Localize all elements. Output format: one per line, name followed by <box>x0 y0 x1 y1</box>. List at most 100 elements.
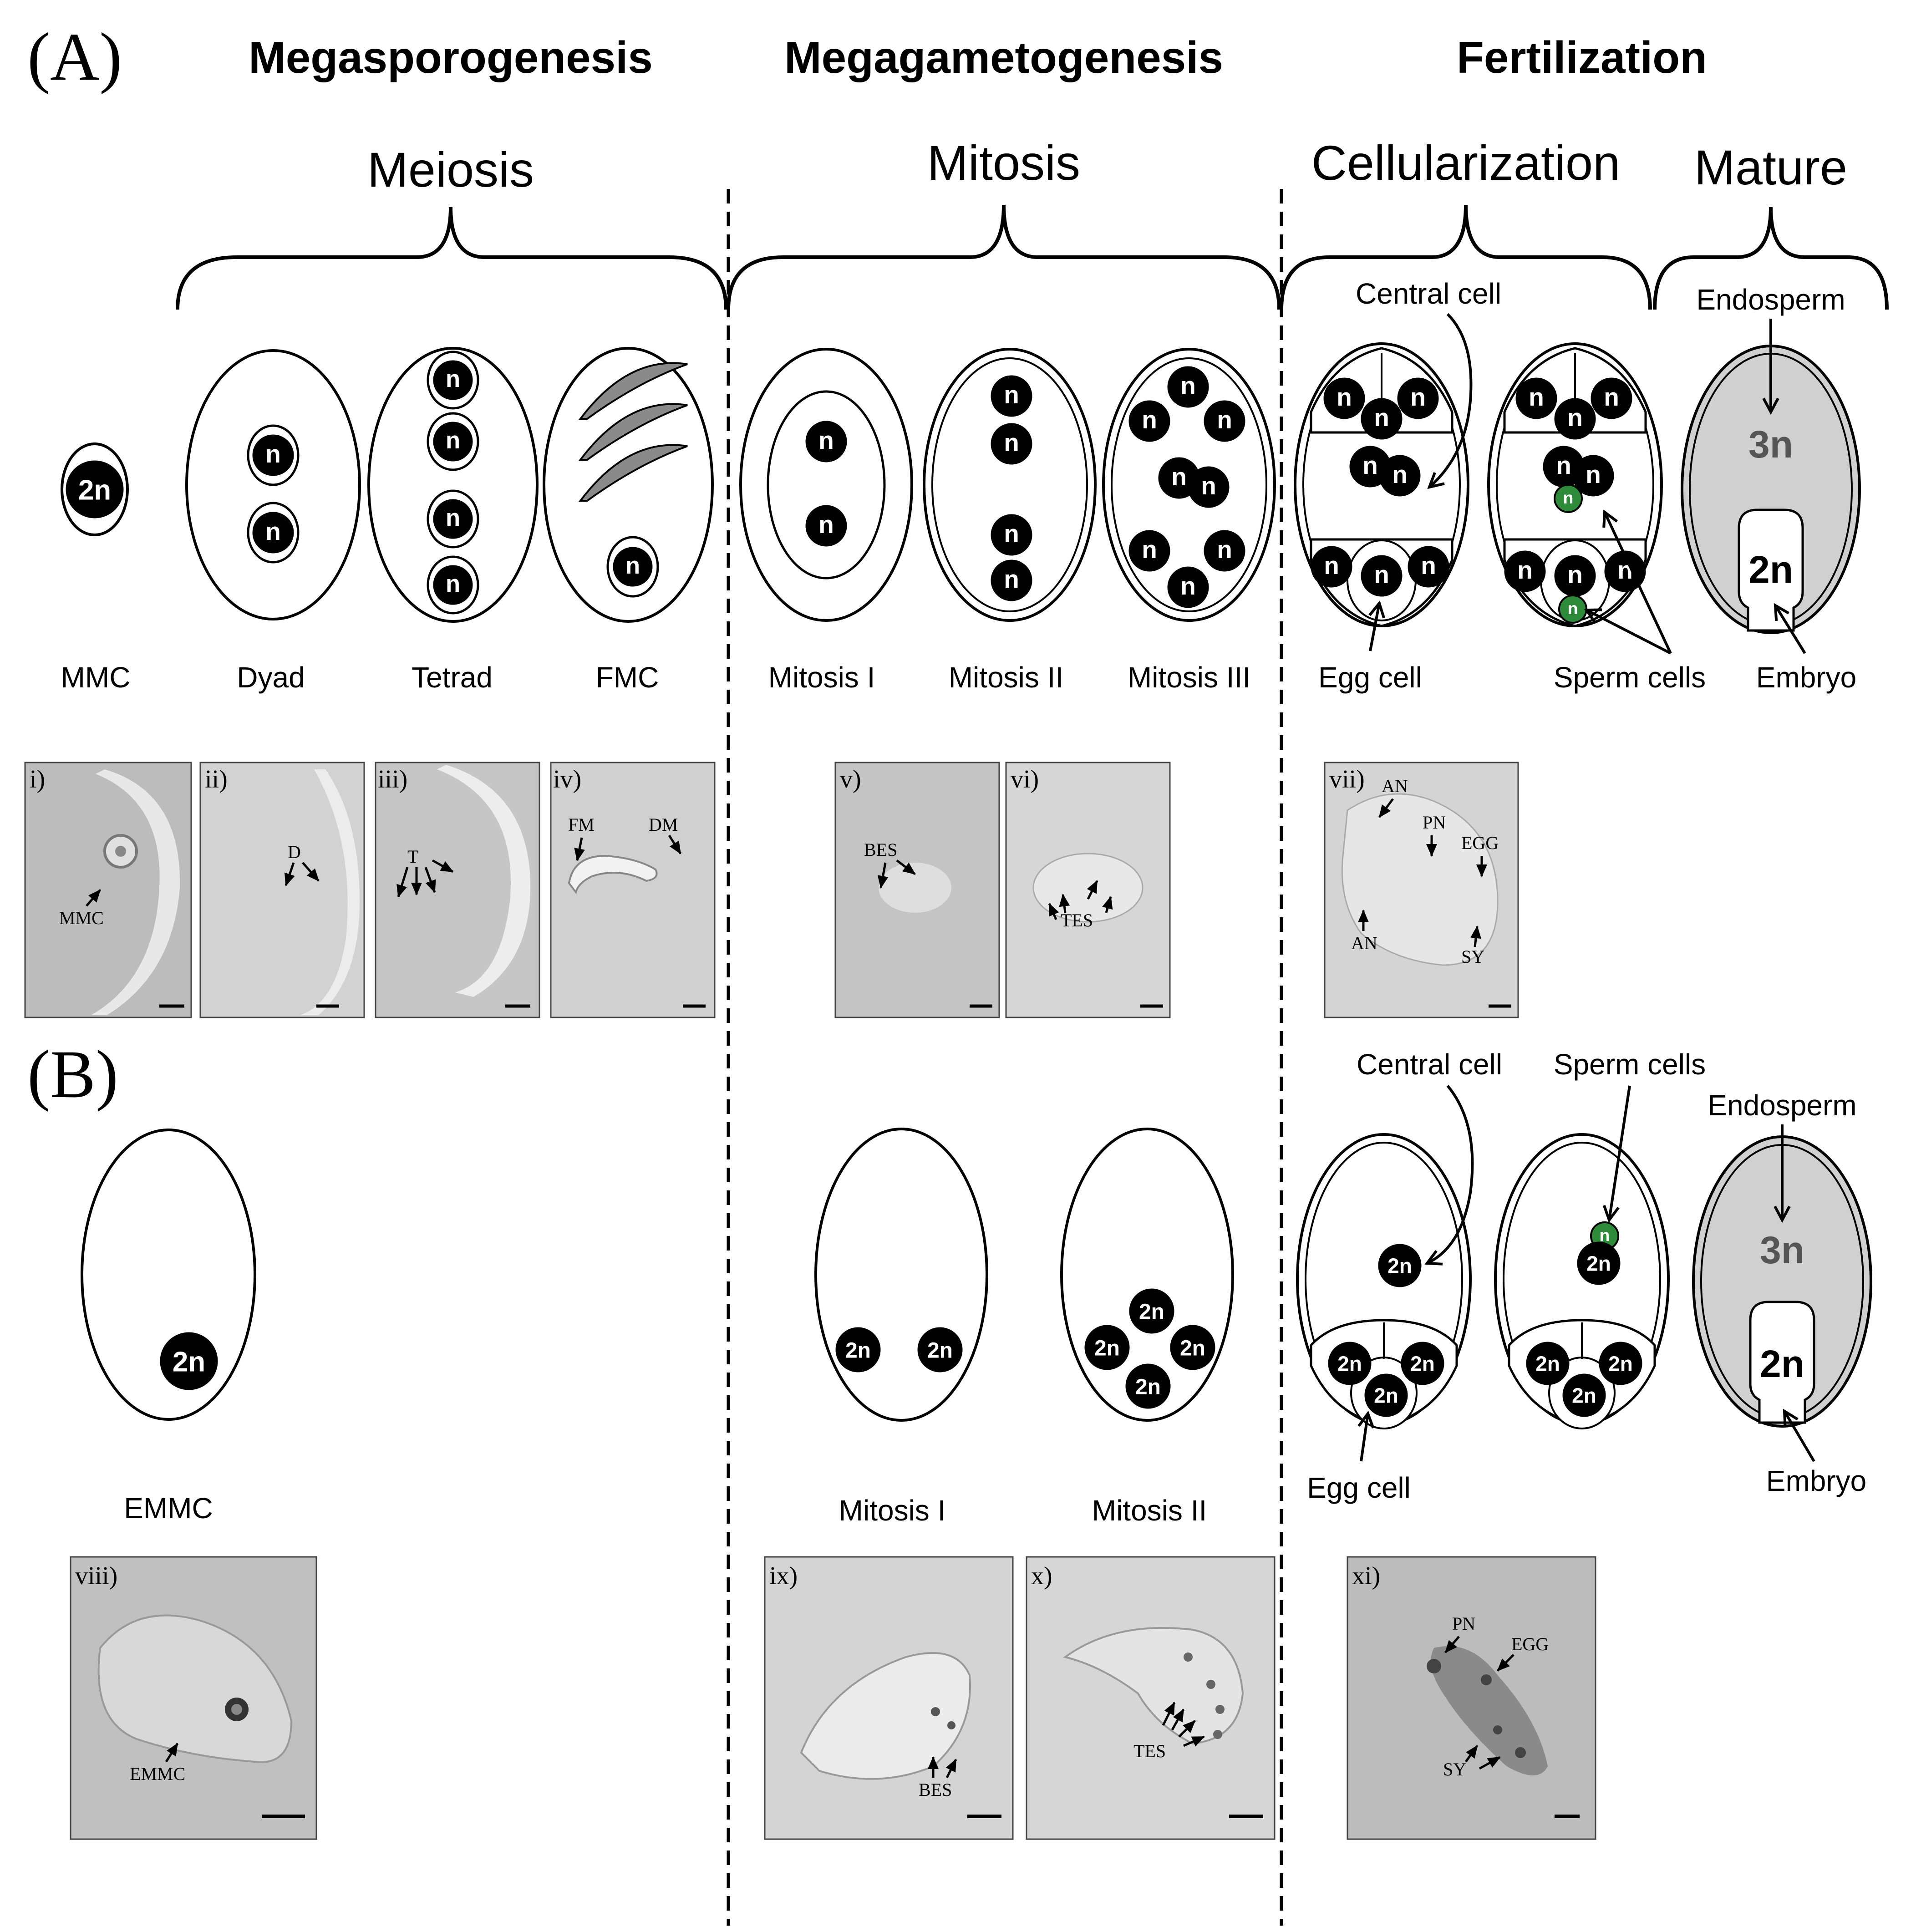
nucleus-disc <box>1361 398 1403 440</box>
panel-b-label: (B) <box>27 1037 118 1112</box>
micrograph-label: vii) <box>1329 765 1365 793</box>
embryo-ploidy: 2n <box>1760 1342 1804 1385</box>
nucleus-ploidy-label: n <box>1171 463 1187 491</box>
nucleus-disc <box>1378 1244 1422 1287</box>
annotation-arrow <box>302 862 320 882</box>
nucleus-ploidy-label: n <box>1567 560 1583 589</box>
label-central-cell-a: Central cell <box>1356 277 1501 310</box>
nucleus-disc <box>1572 455 1614 497</box>
arrow-central-cell-a <box>1429 313 1473 487</box>
nucleus-n: n <box>433 499 473 539</box>
annotation-arrow <box>1048 903 1059 920</box>
stage-mmc: MMC <box>61 661 131 694</box>
nucleus-disc <box>433 499 473 539</box>
nucleus-ploidy-label: 2n <box>1135 1375 1161 1399</box>
nucleus-ploidy-label: n <box>1004 519 1019 548</box>
micrograph-label: iii) <box>378 765 407 793</box>
nucleus-disc <box>835 1327 881 1373</box>
cell-mitosis2-b: 2n 2n 2n 2n <box>1060 1128 1234 1422</box>
nucleus-disc <box>1408 546 1449 588</box>
nucleus-ploidy-label: 2n <box>1180 1336 1205 1360</box>
nucleus-disc <box>1562 1373 1606 1417</box>
synergid-nucleus: 2n <box>1328 1342 1372 1385</box>
egg-nucleus: n <box>1361 555 1403 597</box>
nucleus-ploidy-label: n <box>1529 383 1544 411</box>
annotation-egg: EGG <box>1511 1634 1549 1654</box>
nucleus-2n: 2n <box>1084 1325 1130 1370</box>
annotation-arrow <box>1171 1708 1185 1731</box>
label-sperm-cells-b: Sperm cells <box>1554 1048 1706 1081</box>
synergid-nucleus: 2n <box>1599 1342 1642 1385</box>
nucleus-n: n <box>1128 400 1170 442</box>
annotation-arrow <box>945 1759 957 1779</box>
nucleus-disc <box>252 512 294 554</box>
egg-nucleus: 2n <box>1364 1373 1408 1417</box>
nucleus-ploidy-label: n <box>1517 556 1533 584</box>
nucleus-disc <box>1167 366 1209 408</box>
nucleus-disc <box>1204 400 1245 442</box>
antipodal-nucleus: n <box>1361 398 1403 440</box>
nucleus-ploidy-label: n <box>1004 565 1019 593</box>
annotation-arrow <box>424 867 436 893</box>
label-egg-cell-b: Egg cell <box>1307 1471 1411 1504</box>
nucleus-disc <box>917 1327 963 1373</box>
micrograph-iii: iii) T <box>375 762 540 1018</box>
nucleus-ploidy-label: n <box>446 366 460 392</box>
micrograph-label: ix) <box>769 1562 798 1590</box>
nucleus-disc <box>1128 530 1170 572</box>
arrow-central-cell-b <box>1427 1085 1474 1263</box>
annotation-arrow <box>1183 1735 1205 1747</box>
arrow-egg-cell-a <box>1370 603 1379 651</box>
micrograph-ix: ix) BES <box>764 1556 1014 1840</box>
stage-mitosis3-a: Mitosis III <box>1128 661 1250 694</box>
polar-nucleus: n <box>1379 455 1421 497</box>
sperm-nucleus: n <box>1554 484 1583 513</box>
nucleus-n: n <box>991 423 1032 465</box>
cell-dyad: n n <box>185 349 361 620</box>
nucleus-ploidy-label: n <box>1362 451 1378 479</box>
micrograph-label: viii) <box>75 1562 117 1590</box>
stage-fmc: FMC <box>596 661 659 694</box>
nucleus-ploidy-label: n <box>1142 406 1157 434</box>
annotation-arrow <box>165 1743 179 1763</box>
annotation-arrow <box>1464 1745 1479 1763</box>
nucleus-disc <box>1401 1342 1444 1385</box>
nucleus-n: n <box>433 565 473 605</box>
stage-mitosis2-a: Mitosis II <box>949 661 1063 694</box>
nucleus-ploidy-label: 2n <box>1586 1252 1611 1276</box>
nucleus-ploidy-label: n <box>1421 551 1436 580</box>
arrow-sperm-cells-a-2 <box>1586 610 1672 655</box>
nucleus-ploidy-label: n <box>818 510 834 539</box>
nucleus-disc <box>1397 377 1439 419</box>
annotation-arrow <box>877 862 889 889</box>
annotation-tes: TES <box>1061 910 1093 930</box>
annotation-sy: SY <box>1461 946 1484 967</box>
micrograph-iv: iv) FM DM <box>550 762 716 1018</box>
nucleus-n: n <box>1167 366 1209 408</box>
nucleus-n: n <box>433 422 473 462</box>
cell-mitosis3: n n n n n n n n <box>1102 348 1276 622</box>
nucleus-ploidy-label: n <box>1600 1225 1610 1245</box>
antipodal-nucleus: n <box>1591 377 1632 419</box>
nucleus-disc <box>1311 546 1352 588</box>
stage-mitosis1-b: Mitosis I <box>839 1494 946 1527</box>
nucleus-ploidy-label: 2n <box>1337 1352 1362 1376</box>
annotation-pn: PN <box>1452 1613 1475 1634</box>
nucleus-disc <box>1167 566 1209 608</box>
nucleus-ploidy-label: n <box>1337 383 1352 411</box>
nucleus-ploidy-label: n <box>1324 551 1339 580</box>
nucleus-ploidy-label: 2n <box>78 474 111 506</box>
phase-mitosis: Mitosis <box>927 135 1080 190</box>
nucleus-n: n <box>613 547 653 587</box>
cell-mitosis1: n n <box>739 348 913 622</box>
cell-fertilized-sac-b: n 2n 2n 2n 2n <box>1494 1133 1670 1429</box>
nucleus-ploidy-label: n <box>625 552 640 579</box>
stage-emmc: EMMC <box>124 1492 213 1525</box>
endosperm-ploidy: 3n <box>1748 423 1793 466</box>
nucleus-disc <box>433 360 473 400</box>
annotation-arrow <box>1178 1720 1196 1738</box>
nucleus-disc <box>1129 1288 1174 1334</box>
cell-mitosis2: n n n n <box>923 348 1097 622</box>
annotation-fm: FM <box>568 814 595 835</box>
